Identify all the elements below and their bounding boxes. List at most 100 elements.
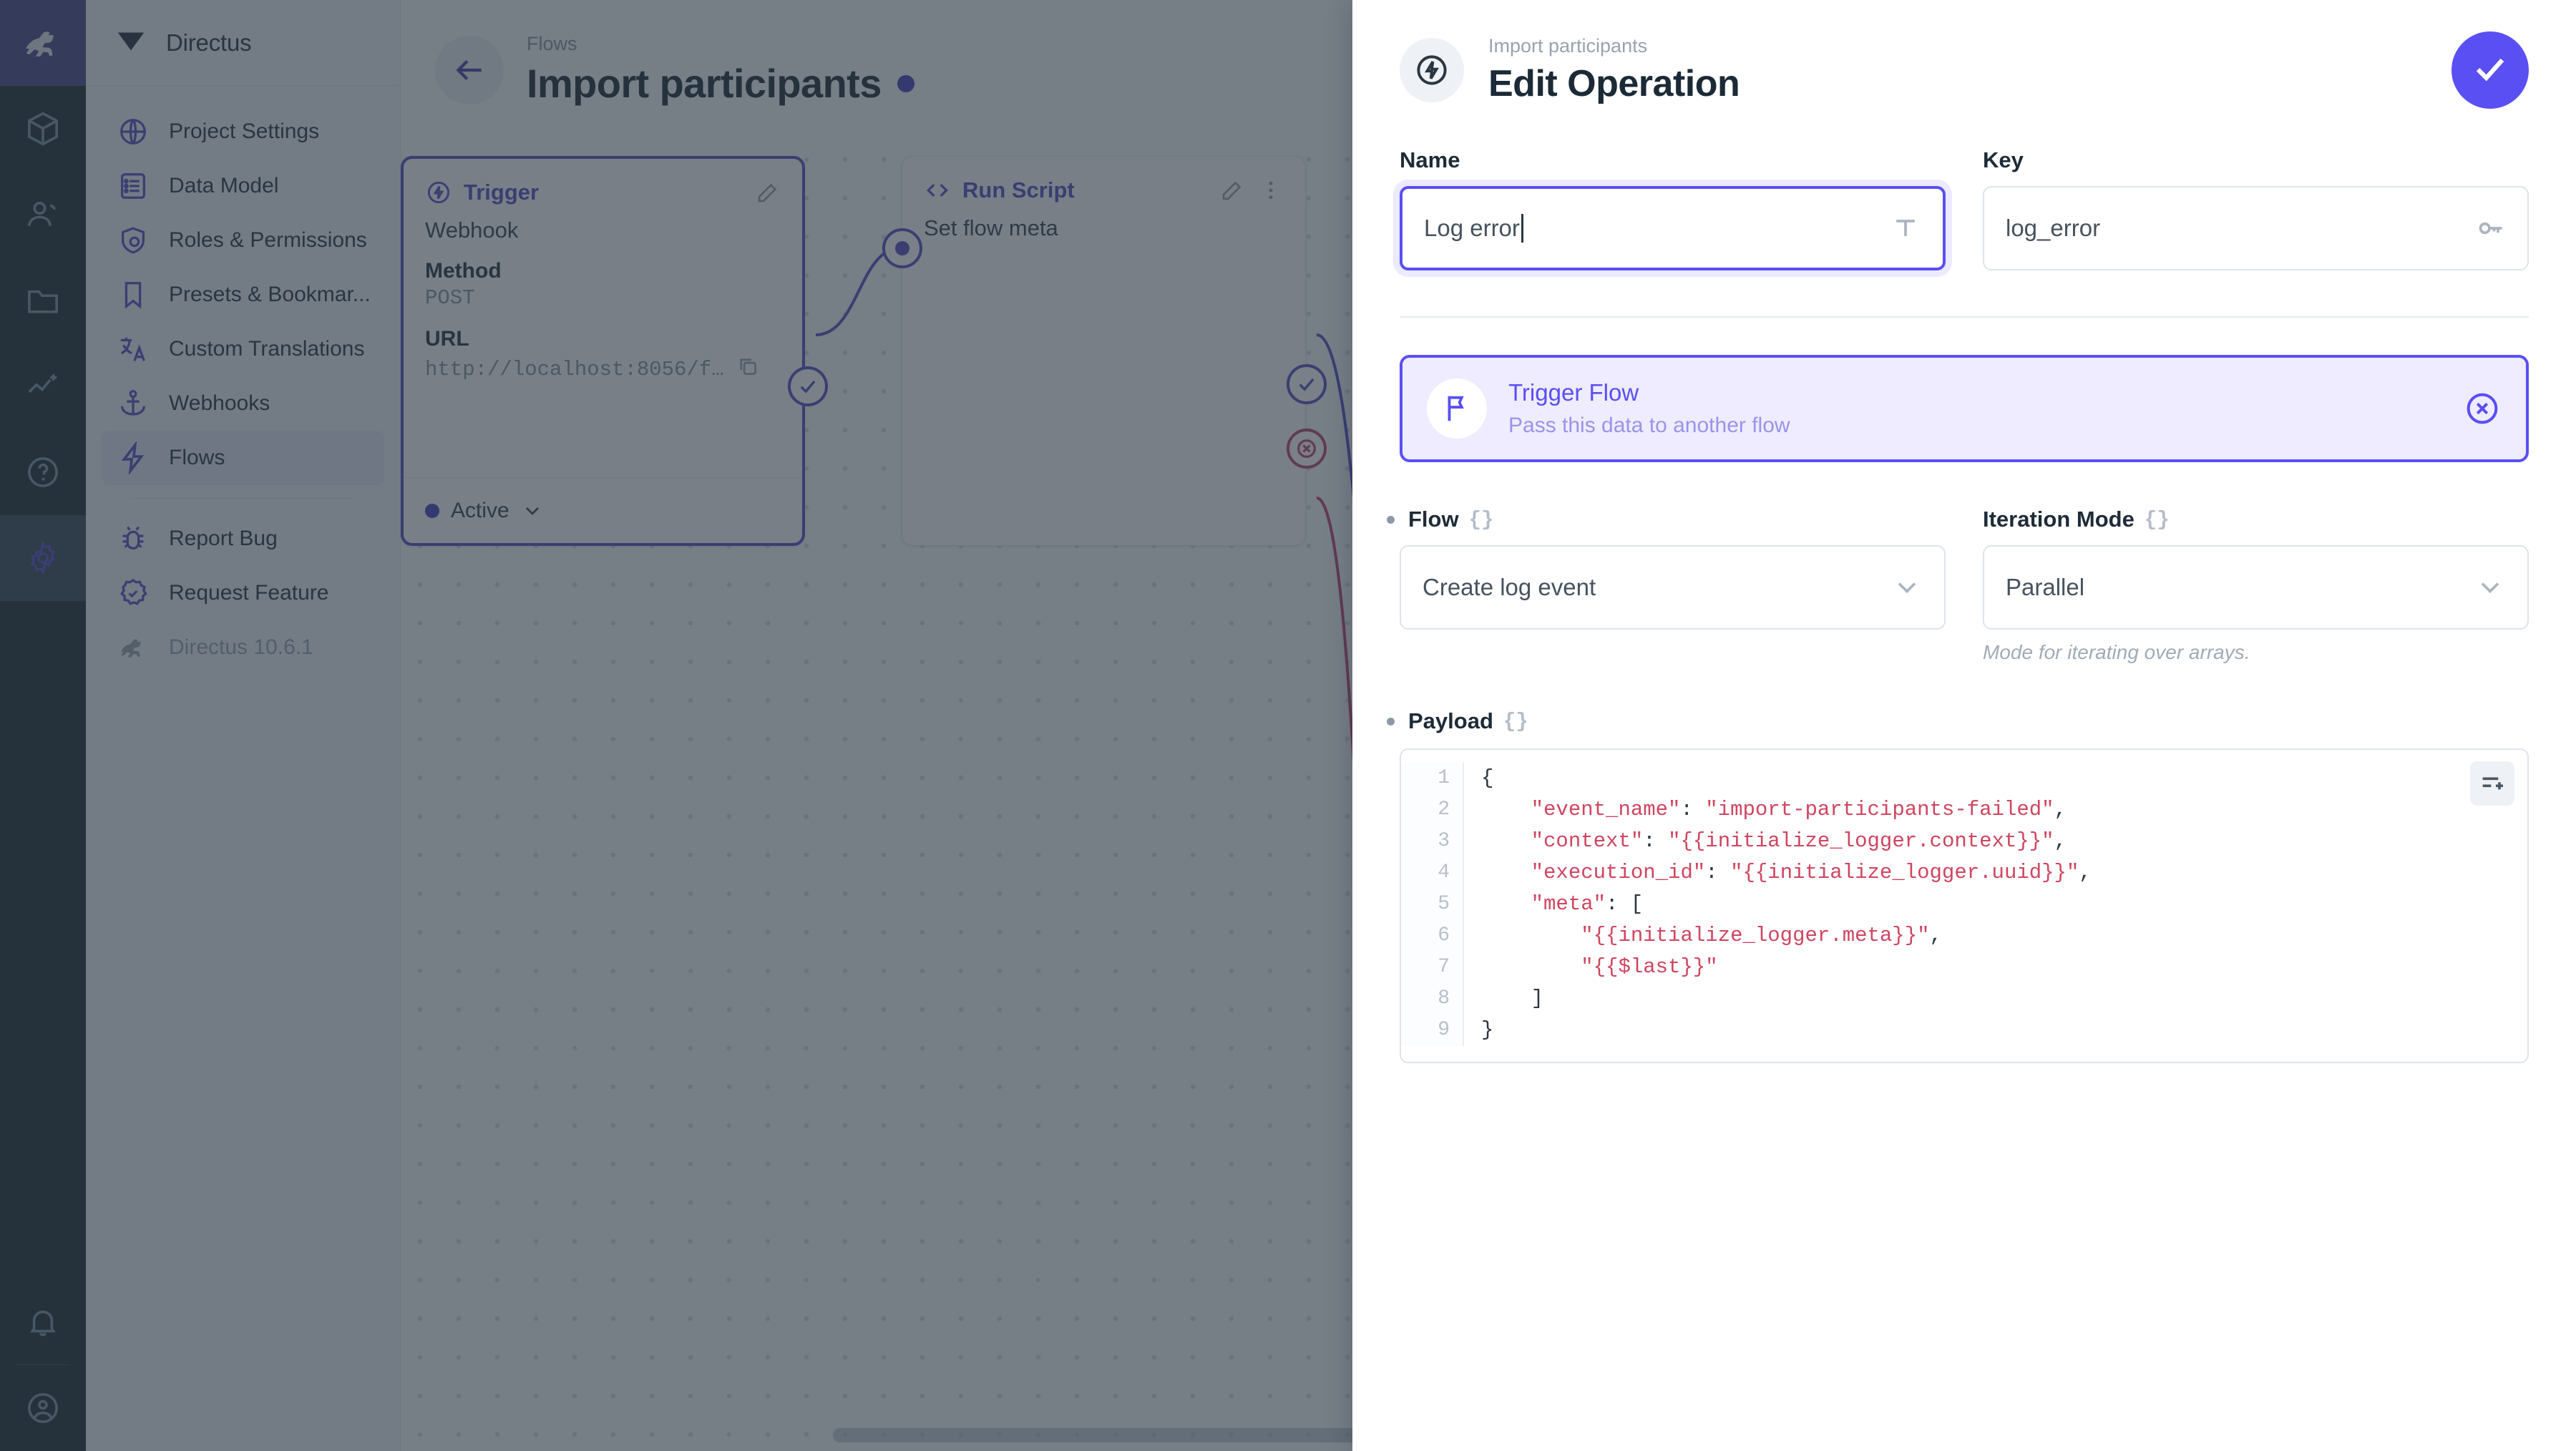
chevron-down-icon [1891, 572, 1923, 603]
edit-operation-drawer: Import participants Edit Operation Name … [1352, 0, 2576, 1451]
name-input-value: Log error [1424, 215, 1520, 241]
save-button[interactable] [2451, 31, 2529, 109]
scrollbar-thumb[interactable] [833, 1428, 1352, 1442]
sidebar-item-label: Project Settings [169, 119, 320, 143]
iteration-select[interactable]: Parallel [1983, 545, 2529, 630]
flow-field-label: Flow {} [1387, 507, 1946, 532]
rail-item-content[interactable] [0, 86, 86, 172]
node-body: Webhook Method POST URL http://localhost… [404, 213, 802, 385]
sidebar-item-flows[interactable]: Flows [102, 431, 384, 485]
flag-icon [1427, 378, 1487, 439]
edit-pencil-icon[interactable] [1219, 177, 1245, 203]
flow-select-value: Create log event [1423, 574, 1596, 600]
chevron-down-icon [2474, 572, 2506, 603]
project-logo-icon [114, 24, 147, 61]
check-icon [2469, 48, 2511, 93]
sidebar-item-label: Presets & Bookmar... [169, 283, 371, 306]
key-input[interactable]: log_error [1983, 186, 2529, 270]
node-status-label: Active [451, 498, 509, 522]
name-field-label: Name [1400, 147, 1460, 172]
sidebar-item-project-settings[interactable]: Project Settings [102, 104, 384, 159]
app-background: Directus Project Settings Data Model Rol… [0, 0, 1352, 1451]
rail-item-docs[interactable] [0, 429, 86, 515]
sidebar-item-webhooks[interactable]: Webhooks [102, 376, 384, 431]
sidebar-item-label: Roles & Permissions [169, 228, 367, 252]
status-dot [425, 503, 439, 518]
back-button[interactable] [435, 36, 504, 104]
sidebar-divider [130, 498, 356, 499]
code-content[interactable]: { "event_name": "import-participants-fai… [1481, 766, 2092, 1042]
page-title: Import participants [527, 61, 882, 107]
braces-icon: {} [2144, 507, 2170, 532]
sidebar-item-data-model[interactable]: Data Model [102, 159, 384, 213]
chevron-down-icon [521, 499, 544, 522]
translate-icon [114, 331, 152, 368]
name-field-group: Name Log error [1400, 147, 1946, 270]
sidebar-item-label: Custom Translations [169, 337, 365, 361]
required-dot [1387, 717, 1395, 726]
node-header: Trigger [404, 159, 802, 213]
sidebar-item-label: Report Bug [169, 527, 278, 550]
flow-grid[interactable]: Trigger Webhook Method POST URL http://l… [401, 140, 1352, 1451]
flow-header: Flows Import participants [401, 0, 1352, 140]
key-input-value: log_error [2006, 215, 2101, 241]
node-field-value: http://localhost:8056/f… [425, 354, 781, 385]
operation-type-callout[interactable]: Trigger Flow Pass this data to another f… [1400, 355, 2529, 462]
node-subtitle: Set flow meta [924, 215, 1058, 240]
key-icon [2474, 212, 2506, 244]
rail-item-files[interactable] [0, 258, 86, 343]
module-rail [0, 0, 86, 1451]
node-body: Set flow meta [902, 211, 1305, 241]
format-insert-icon[interactable] [2470, 761, 2514, 806]
rail-item-settings[interactable] [0, 515, 86, 601]
iteration-field-label: Iteration Mode {} [1983, 507, 2170, 532]
breadcrumb[interactable]: Flows [527, 32, 577, 54]
callout-title: Trigger Flow [1508, 379, 1639, 406]
directus-version-label: Directus 10.6.1 [169, 635, 313, 659]
node-port-reject[interactable] [1287, 429, 1327, 469]
name-input[interactable]: Log error [1400, 186, 1946, 270]
node-port-resolve[interactable] [1287, 364, 1327, 404]
node-port-input[interactable] [882, 228, 922, 268]
node-field-value: POST [425, 286, 475, 310]
flow-node-trigger[interactable]: Trigger Webhook Method POST URL http://l… [401, 156, 828, 546]
flow-iteration-row: Flow {} Create log event Iteration Mode … [1387, 507, 2529, 664]
more-options-icon[interactable] [1258, 177, 1284, 203]
bolt-circle-icon [425, 179, 452, 206]
project-header[interactable]: Directus [86, 0, 400, 86]
flow-field-group: Flow {} Create log event [1387, 507, 1946, 664]
copy-icon[interactable] [736, 354, 760, 385]
bolt-icon [114, 439, 152, 477]
sidebar-item-request-feature[interactable]: Request Feature [102, 566, 384, 620]
rail-item-users[interactable] [0, 172, 86, 258]
flow-select[interactable]: Create log event [1400, 545, 1946, 630]
sidebar-item-label: Request Feature [169, 581, 329, 605]
sidebar-item-presets-bookmarks[interactable]: Presets & Bookmar... [102, 268, 384, 322]
node-field-label: Method [425, 259, 502, 283]
bell-icon[interactable] [0, 1279, 86, 1364]
edit-pencil-icon[interactable] [755, 180, 781, 205]
code-brackets-icon [924, 177, 951, 204]
sidebar-item-roles-permissions[interactable]: Roles & Permissions [102, 213, 384, 268]
close-circle-icon[interactable] [2463, 389, 2502, 428]
sidebar-item-custom-translations[interactable]: Custom Translations [102, 322, 384, 376]
text-caret [1521, 214, 1523, 243]
sidebar-item-report-bug[interactable]: Report Bug [102, 512, 384, 566]
bookmark-icon [114, 276, 152, 313]
drawer-header: Import participants Edit Operation [1352, 0, 2576, 140]
node-port-resolve[interactable] [788, 366, 828, 406]
rail-item-insights[interactable] [0, 343, 86, 429]
horizontal-scrollbar[interactable] [816, 1425, 1352, 1444]
flow-node-run-script-1[interactable]: Run Script Set flow meta [882, 156, 1327, 546]
payload-field-label: Payload {} [1387, 708, 2529, 734]
directus-rabbit-logo[interactable] [0, 0, 86, 86]
node-status-footer[interactable]: Active [404, 477, 802, 543]
iteration-field-hint: Mode for iterating over arrays. [1983, 641, 2250, 663]
braces-icon: {} [1503, 709, 1528, 733]
project-name: Directus [166, 29, 252, 56]
user-circle-icon[interactable] [0, 1365, 86, 1451]
settings-sidebar: Directus Project Settings Data Model Rol… [86, 0, 401, 1451]
